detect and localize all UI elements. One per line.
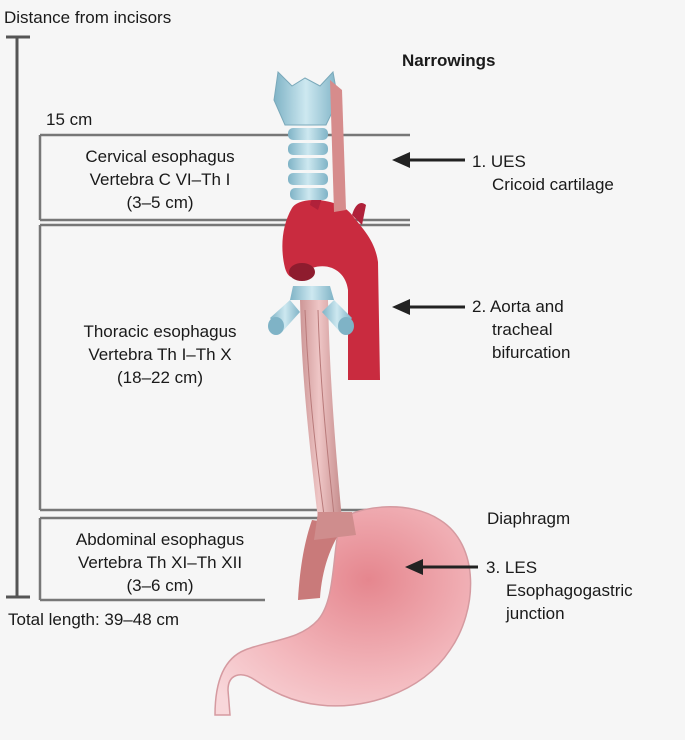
- narrowing-line: bifurcation: [492, 343, 571, 362]
- narrowing-line: 1. UES: [472, 152, 526, 171]
- narrowing-line: 2. Aorta and: [472, 297, 564, 316]
- narrowing-arrows: [392, 152, 478, 575]
- larynx-trachea: [273, 70, 346, 212]
- distance-scale: [6, 35, 30, 599]
- section-name: Thoracic esophagus: [83, 322, 237, 341]
- esophagus-tube: [296, 300, 342, 520]
- stomach-shape: [214, 506, 472, 716]
- section-length: (3–5 cm): [126, 193, 194, 212]
- narrowing-line: Cricoid cartilage: [492, 175, 614, 194]
- narrowing-aorta: 2. Aorta and tracheal bifurcation: [472, 295, 570, 364]
- narrowing-line: 3. LES: [486, 558, 538, 577]
- aorta-shape: [282, 194, 380, 380]
- section-thoracic: Thoracic esophagus Vertebra Th I–Th X (1…: [44, 320, 276, 389]
- narrowing-line: tracheal: [492, 320, 553, 339]
- total-length-label: Total length: 39–48 cm: [8, 610, 180, 629]
- section-length: (3–6 cm): [126, 576, 194, 595]
- section-cervical: Cervical esophagus Vertebra C VI–Th I (3…: [44, 145, 276, 214]
- tracheal-bifurcation: [268, 286, 354, 335]
- scale-start-label: 15 cm: [46, 110, 93, 129]
- narrowing-les: 3. LES Esophagogastric junction: [486, 556, 633, 625]
- section-name: Abdominal esophagus: [75, 530, 245, 549]
- section-length: (18–22 cm): [117, 368, 203, 387]
- section-vertebrae: Vertebra Th XI–Th XII: [77, 553, 243, 572]
- section-vertebrae: Vertebra C VI–Th I: [89, 170, 231, 189]
- narrowings-title: Narrowings: [402, 51, 496, 70]
- narrowing-line: Esophagogastric: [506, 581, 633, 600]
- section-name: Cervical esophagus: [85, 147, 235, 166]
- section-vertebrae: Vertebra Th I–Th X: [88, 345, 232, 364]
- distance-label: Distance from incisors: [4, 8, 172, 27]
- diaphragm-label: Diaphragm: [487, 509, 571, 528]
- section-abdominal: Abdominal esophagus Vertebra Th XI–Th XI…: [44, 528, 276, 597]
- narrowing-line: junction: [506, 604, 565, 623]
- narrowing-ues: 1. UES Cricoid cartilage: [472, 150, 614, 196]
